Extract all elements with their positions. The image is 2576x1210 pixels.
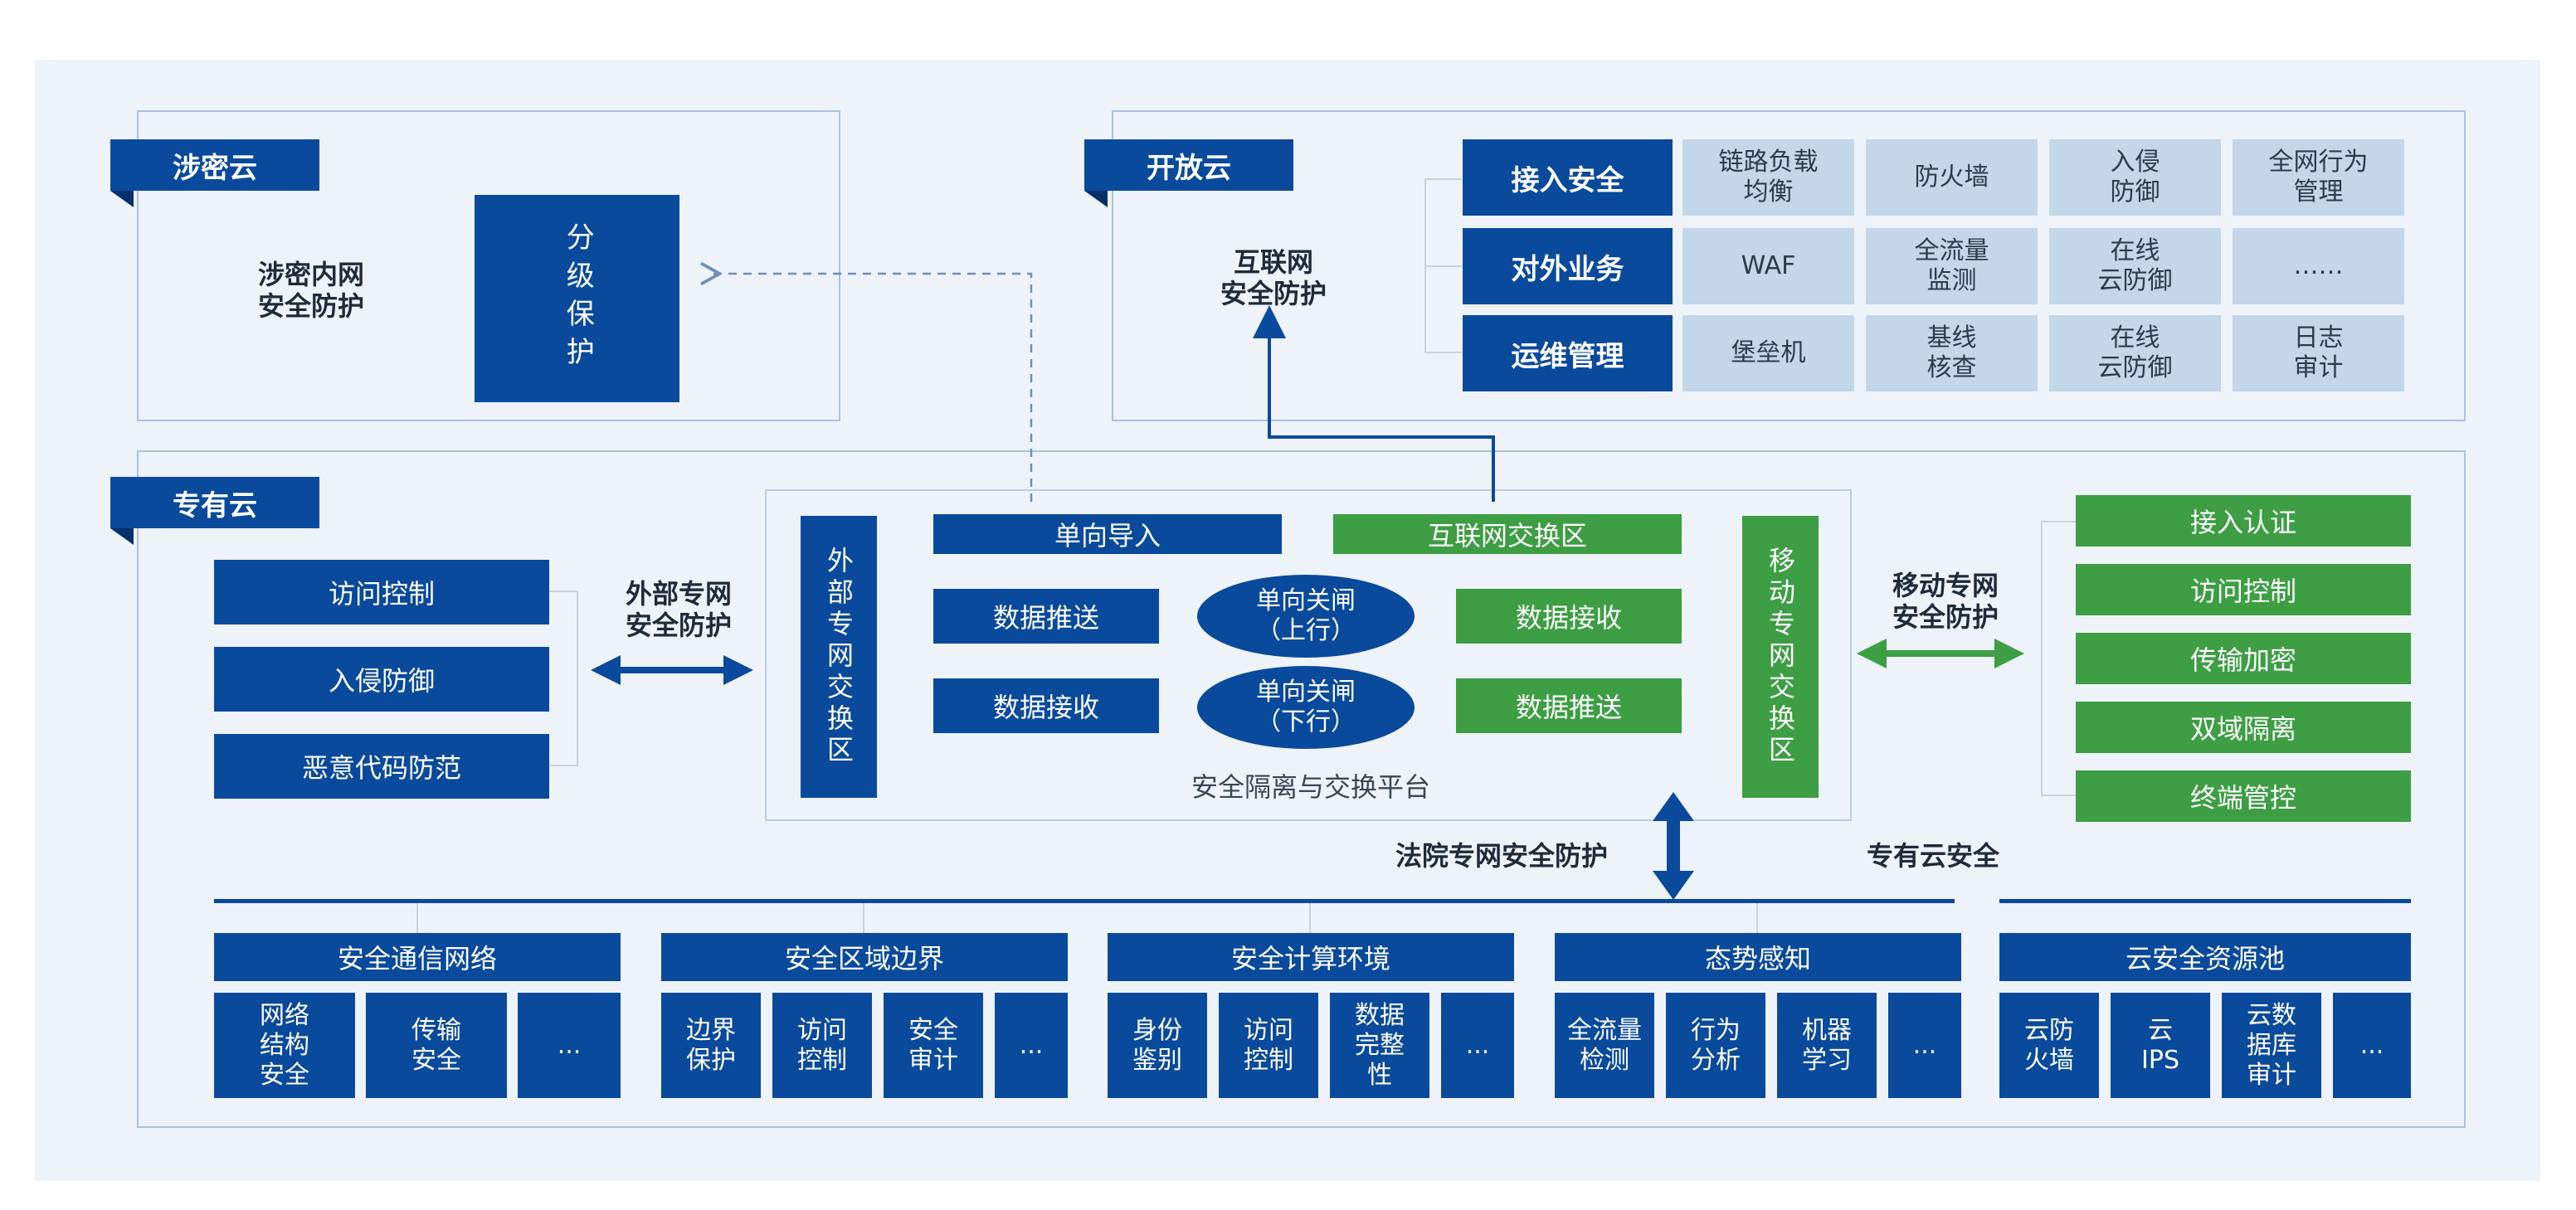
bottom-right-line	[1999, 899, 2411, 903]
category-connector-1	[416, 903, 418, 933]
classified-cloud-tag-fold	[110, 191, 134, 207]
left-item-intrusion-defense: 入侵防御	[214, 647, 549, 712]
left-item-access-control: 访问控制	[214, 560, 549, 624]
cat1-item-boundary-protection: 边界 保护	[661, 993, 761, 1098]
open-cloud-tag: 开放云	[1084, 139, 1293, 191]
right-bracket-vertical	[2041, 521, 2043, 796]
right-bracket-top	[2041, 521, 2076, 522]
row-header-external-business: 对外业务	[1463, 228, 1673, 304]
category-connector-3	[1309, 903, 1311, 933]
right-item-dual-domain-isolation: 双域隔离	[2076, 702, 2411, 753]
category-secure-communication-network: 安全通信网络	[214, 933, 621, 981]
data-receive-left: 数据接收	[933, 678, 1159, 733]
cell-intrusion-prevention: 入侵 防御	[2049, 139, 2221, 216]
private-cloud-tag: 专有云	[110, 477, 319, 528]
cell-log-audit: 日志 审计	[2233, 315, 2404, 391]
exchange-platform-label: 安全隔离与交换平台	[1191, 771, 1430, 803]
row-header-ops-management: 运维管理	[1463, 315, 1673, 391]
mobile-double-arrow	[1857, 639, 2024, 668]
one-way-import-bar: 单向导入	[933, 514, 1282, 554]
data-push-right: 数据推送	[1456, 678, 1682, 733]
left-item-malware-prevention: 恶意代码防范	[214, 734, 549, 799]
cat0-item-transmission-security: 传输 安全	[366, 993, 507, 1098]
cell-full-traffic-monitor: 全流量 监测	[1866, 228, 2038, 304]
cat4-item-more: ...	[2333, 993, 2411, 1098]
classified-intranet-label: 涉密内网 安全防护	[257, 258, 364, 322]
external-double-arrow	[591, 655, 753, 685]
cat1-item-access-control: 访问 控制	[772, 993, 872, 1098]
internet-exchange-zone-bar: 互联网交换区	[1333, 514, 1682, 554]
cat3-item-full-traffic-detect: 全流量 检测	[1555, 993, 1654, 1098]
cat1-item-more: ...	[995, 993, 1068, 1098]
mobile-network-protection-label: 移动专网 安全防护	[1892, 569, 1999, 633]
cell-online-cloud-defense: 在线 云防御	[2049, 228, 2221, 304]
court-vertical-double-arrow	[1653, 792, 1694, 900]
cat4-item-cloud-ips: 云 IPS	[2111, 993, 2210, 1098]
mobile-network-exchange-zone-text: 移动专网交换区	[1765, 547, 1796, 767]
cell-bastion-host: 堡垒机	[1682, 315, 1854, 391]
right-item-transport-encryption: 传输加密	[2076, 633, 2411, 684]
category-cloud-security-pool: 云安全资源池	[1999, 933, 2411, 981]
open-cloud-bracket-bottom	[1424, 352, 1462, 353]
cat2-item-data-integrity: 数据 完整 性	[1330, 993, 1429, 1098]
court-network-protection-label: 法院专网安全防护	[1395, 840, 1608, 872]
cat1-item-security-audit: 安全 审计	[884, 993, 983, 1098]
row-header-access-security: 接入安全	[1463, 139, 1673, 216]
cell-firewall: 防火墙	[1866, 139, 2038, 216]
external-network-exchange-zone-text: 外部专网交换区	[823, 547, 855, 767]
internet-protection-label: 互联网 安全防护	[1220, 245, 1327, 309]
classified-cloud-tag: 涉密云	[110, 139, 319, 191]
cell-link-load-balance: 链路负载 均衡	[1682, 139, 1854, 216]
category-secure-area-boundary: 安全区域边界	[661, 933, 1068, 981]
open-cloud-bracket-top	[1424, 178, 1462, 180]
cell-online-cloud-defense-2: 在线 云防御	[2049, 315, 2221, 391]
dashed-link-to-grade-protection	[709, 274, 1033, 502]
cat2-item-more: ...	[1441, 993, 1514, 1098]
cat2-item-access-control: 访问 控制	[1219, 993, 1318, 1098]
cat3-item-machine-learning: 机器 学习	[1777, 993, 1877, 1098]
cat4-item-cloud-db-audit: 云数 据库 审计	[2222, 993, 2321, 1098]
cell-waf: WAF	[1682, 228, 1854, 304]
cell-network-behavior-mgmt: 全网行为 管理	[2233, 139, 2404, 216]
data-receive-right: 数据接收	[1456, 589, 1682, 644]
one-way-gate-up: 单向关闸 （上行）	[1197, 575, 1415, 658]
internet-link	[1253, 305, 1495, 502]
cell-ellipsis: ……	[2233, 228, 2404, 304]
external-network-exchange-zone: 外部专网交换区	[801, 516, 877, 798]
category-connector-2	[863, 903, 864, 933]
bottom-main-line	[214, 899, 1955, 903]
right-item-access-auth: 接入认证	[2076, 495, 2411, 547]
category-secure-computing-environment: 安全计算环境	[1108, 933, 1514, 981]
cat4-item-cloud-firewall: 云防 火墙	[1999, 993, 2099, 1098]
left-bracket-vertical	[577, 590, 578, 766]
right-item-access-control: 访问控制	[2076, 564, 2411, 615]
category-situational-awareness: 态势感知	[1555, 933, 1961, 981]
cell-baseline-check: 基线 核查	[1866, 315, 2038, 391]
private-cloud-security-label: 专有云安全	[1866, 840, 1999, 872]
left-bracket-top	[549, 590, 578, 592]
mobile-network-exchange-zone: 移动专网交换区	[1742, 516, 1819, 798]
right-bracket-bottom	[2041, 795, 2076, 796]
cat3-item-behavior-analysis: 行为 分析	[1666, 993, 1765, 1098]
grade-protection-text: 分级保护	[561, 222, 595, 375]
right-item-terminal-control: 终端管控	[2076, 770, 2411, 822]
open-cloud-bracket-mid	[1424, 265, 1462, 267]
one-way-gate-down: 单向关闸 （下行）	[1197, 666, 1415, 749]
external-network-protection-label: 外部专网 安全防护	[625, 577, 732, 641]
cat0-item-more: ...	[518, 993, 621, 1098]
cat2-item-identity-auth: 身份 鉴别	[1108, 993, 1207, 1098]
cat3-item-more: ...	[1888, 993, 1961, 1098]
grade-protection-box: 分级保护	[475, 195, 679, 402]
left-bracket-bottom	[549, 765, 578, 766]
open-cloud-tag-fold	[1084, 191, 1108, 207]
category-connector-4	[1756, 903, 1758, 933]
private-cloud-tag-fold	[110, 528, 134, 545]
data-push-left: 数据推送	[933, 589, 1159, 644]
cat0-item-network-structure-security: 网络 结构 安全	[214, 993, 355, 1098]
